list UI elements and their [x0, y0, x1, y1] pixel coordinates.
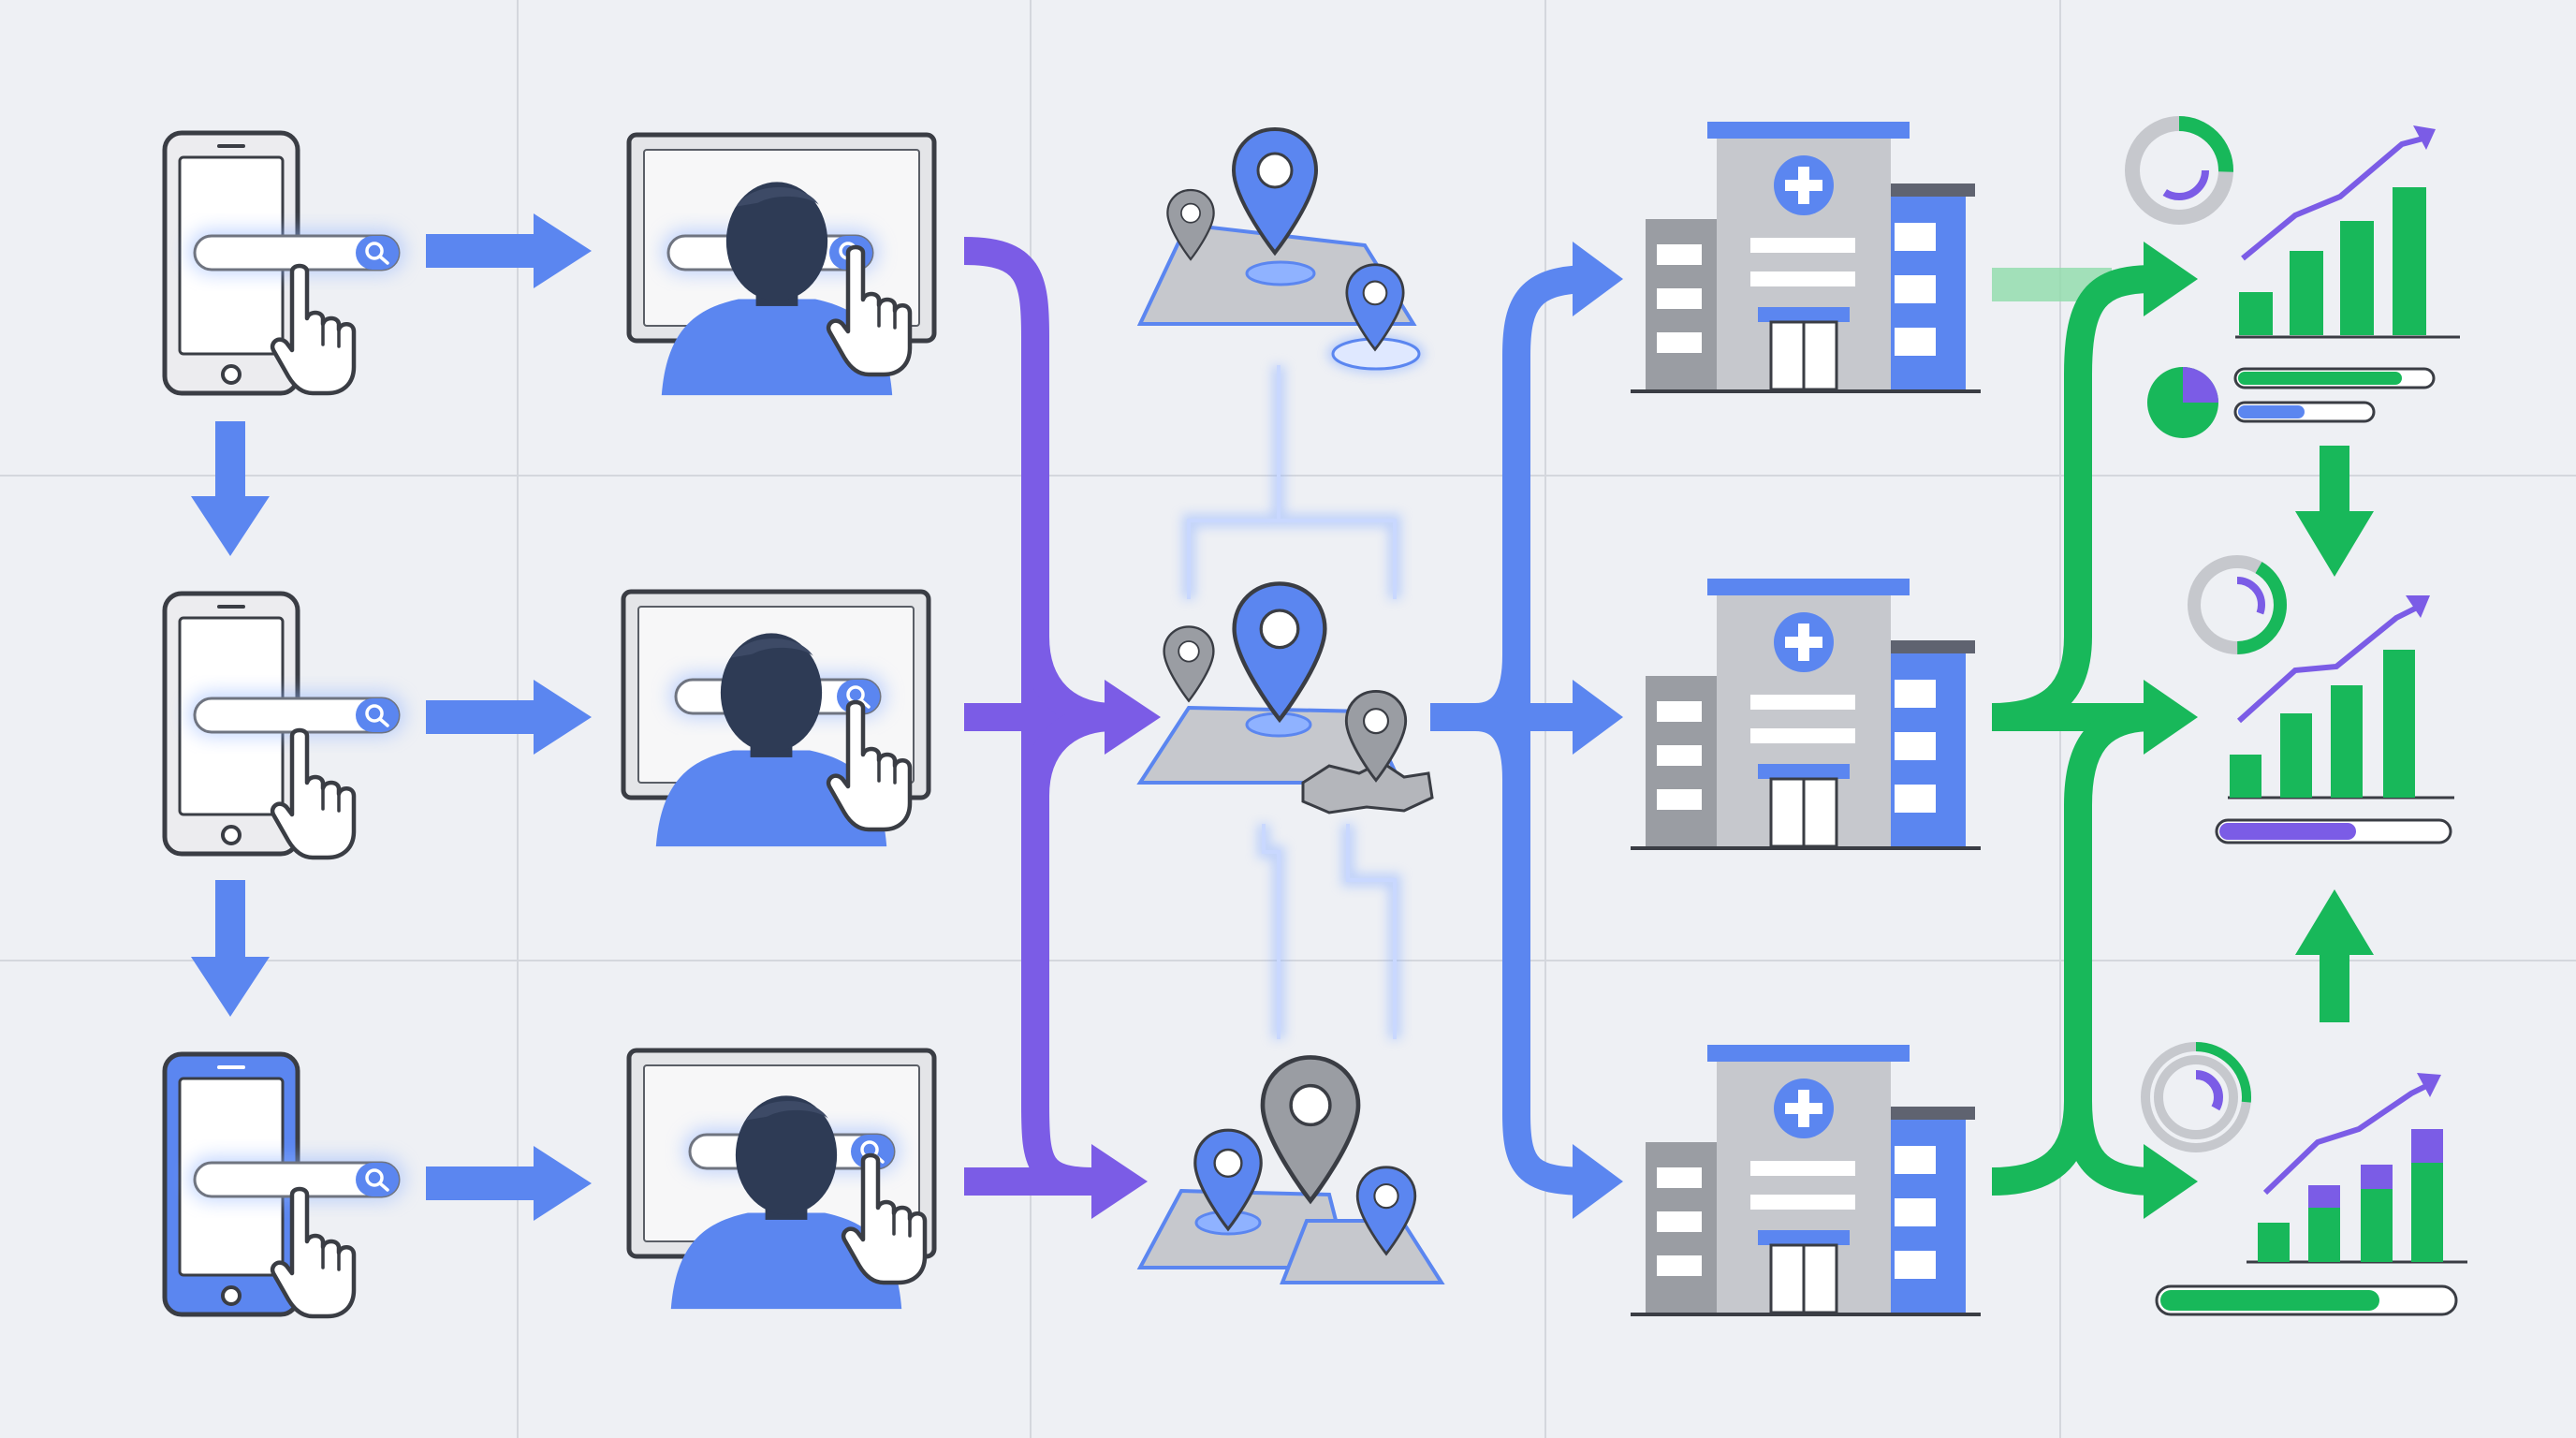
purple-connector [1021, 703, 1115, 797]
arrow-right-icon [1573, 1144, 1623, 1219]
monitor-column [623, 135, 934, 1310]
bar-chart-icon [2230, 755, 2261, 798]
arrow-right-icon [2144, 242, 2198, 316]
blue-arrowheads [1573, 242, 1623, 1219]
monitor-2 [623, 592, 929, 847]
bar-chart-icon [2239, 292, 2273, 335]
blue-connector [1501, 265, 1592, 717]
map-column [1136, 129, 1445, 1284]
arrow-right-icon [2144, 680, 2198, 755]
arrow-right-icon [1573, 680, 1623, 755]
bar-chart-icon [2331, 685, 2363, 798]
blue-connector [1474, 703, 1530, 780]
bar-chart-icon [2258, 1223, 2290, 1262]
purple-merge-arrows [963, 237, 1115, 1196]
map-2 [1136, 583, 1434, 814]
monitor-1 [629, 135, 934, 396]
phone-column [165, 133, 404, 1316]
bar-chart-icon [2290, 251, 2323, 335]
arrow-right-icon [1091, 1144, 1148, 1219]
phone-1 [165, 133, 404, 393]
arrow-down-icon [191, 421, 270, 556]
donut-chart-icon [2188, 555, 2287, 654]
bar-chart-icon [2340, 221, 2374, 335]
dashboard-column [2125, 116, 2467, 1316]
green-merge-arrows [1991, 242, 2374, 1219]
arrow-down-icon [2295, 446, 2374, 577]
phone-2 [165, 594, 404, 858]
green-connector [2064, 1100, 2154, 1196]
blue-connector [1502, 717, 1592, 1196]
donut-chart-icon [2125, 116, 2233, 225]
arrow-right-icon [1573, 242, 1623, 316]
progress-bar-icon [2215, 818, 2452, 844]
map-icon [1280, 1219, 1445, 1284]
phone-down-arrows [191, 421, 270, 1017]
map-pin-icon [1235, 583, 1325, 719]
dashboard-2 [2188, 555, 2454, 844]
dashboard-3 [2141, 1042, 2467, 1316]
map-pin-icon [1263, 1057, 1358, 1200]
arrow-right-icon [426, 213, 592, 288]
donut-chart-icon [2141, 1042, 2251, 1152]
pie-chart-icon [2147, 367, 2218, 438]
map-1 [1136, 129, 1425, 373]
arrow-down-icon [191, 880, 270, 1017]
trend-arrow-icon [2241, 134, 2431, 261]
bar-chart-icon [2393, 187, 2426, 335]
trend-arrow-icon [2236, 602, 2424, 724]
progress-bar-icon [2155, 1284, 2458, 1316]
progress-bar-icon [2233, 401, 2376, 423]
arrow-right-icon [1105, 680, 1161, 755]
blue-distribute-arrows [1430, 265, 1592, 1196]
arrow-right-icon [2144, 1144, 2198, 1219]
bar-chart-icon [2280, 713, 2312, 798]
map-pin-icon [1163, 625, 1215, 702]
arrow-up-icon [2295, 889, 2374, 1022]
hospital-column [1629, 120, 1983, 1316]
trend-arrow-icon [2262, 1079, 2436, 1196]
hospital-building-icon [1629, 120, 1983, 393]
monitor-3 [629, 1050, 934, 1310]
hospital-building-icon [1629, 577, 1983, 850]
purple-arrowheads [1091, 680, 1161, 1219]
phone-to-monitor-arrows [426, 213, 592, 1221]
progress-bar-icon [2233, 367, 2436, 389]
hospital-building-icon [1629, 1043, 1983, 1316]
phone-3 [165, 1054, 404, 1316]
map-connectors [1182, 365, 1401, 1039]
green-connector [1991, 703, 2154, 1196]
dashboard-1 [2125, 116, 2460, 438]
bar-chart-icon [2383, 650, 2415, 798]
arrow-right-icon [426, 680, 592, 755]
green-connector [1991, 265, 2154, 731]
arrow-right-icon [426, 1146, 592, 1221]
map-3 [1136, 1057, 1445, 1284]
